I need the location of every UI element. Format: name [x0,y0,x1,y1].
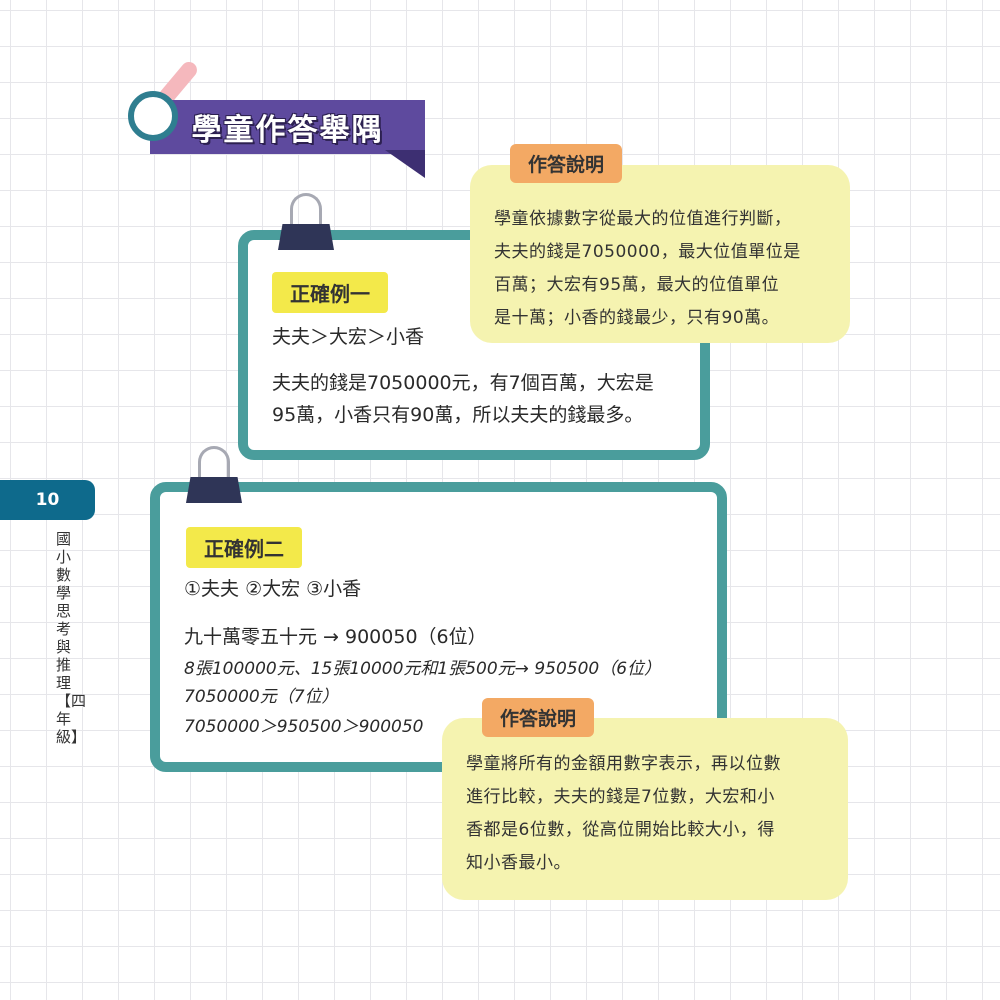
explanation2-line: 香都是6位數，從高位開始比較大小，得 [466,820,775,840]
magnifier-icon [128,91,178,141]
example2-ranking: ①夫夫 ②大宏 ③小香 [184,578,362,600]
explanation1-label: 作答說明 [510,144,623,183]
example1-reason-line1: 夫夫的錢是7050000元，有7個百萬，大宏是 [272,372,654,394]
explanation2-label: 作答說明 [482,698,595,737]
example1-reason-line2: 95萬，小香只有90萬，所以夫夫的錢最多。 [272,404,644,426]
explanation2-line: 知小香最小。 [466,853,571,873]
example2-label: 正確例二 [186,527,302,568]
example2-line2: 九十萬零五十元 → 900050（6位） [184,626,487,648]
explanation1-line: 學童依據數字從最大的位值進行判斷， [494,209,792,229]
explanation2-note: 學童將所有的金額用數字表示，再以位數 進行比較，夫夫的錢是7位數，大宏和小 香都… [442,718,848,900]
book-title-vertical: 國小數學思考與推理【四年級】 [56,530,87,746]
example2-comparison: 7050000＞950500＞900050 [184,717,424,737]
binder-clip-icon [278,224,334,250]
explanation1-line: 夫夫的錢是7050000，最大位值單位是 [494,242,801,262]
binder-clip-icon [186,477,242,503]
binder-clip-wire [198,446,230,482]
example2-line4: 7050000元（7位） [184,687,339,707]
banner-tail [385,150,425,178]
example1-label: 正確例一 [272,272,388,313]
explanation2-line: 學童將所有的金額用數字表示，再以位數 [466,754,781,774]
explanation2-line: 進行比較，夫夫的錢是7位數，大宏和小 [466,787,775,807]
explanation1-line: 百萬；大宏有95萬，最大的位值單位 [494,275,780,295]
binder-clip-wire [290,193,322,229]
section-title: 學童作答舉隅 [150,100,425,154]
explanation1-note: 學童依據數字從最大的位值進行判斷， 夫夫的錢是7050000，最大位值單位是 百… [470,165,850,343]
example2-line3: 8張100000元、15張10000元和1張500元→ 950500（6位） [184,659,662,679]
explanation1-line: 是十萬；小香的錢最少，只有90萬。 [494,308,780,328]
example1-ranking: 夫夫＞大宏＞小香 [272,326,425,348]
page-number-tab: 10 [0,480,95,520]
